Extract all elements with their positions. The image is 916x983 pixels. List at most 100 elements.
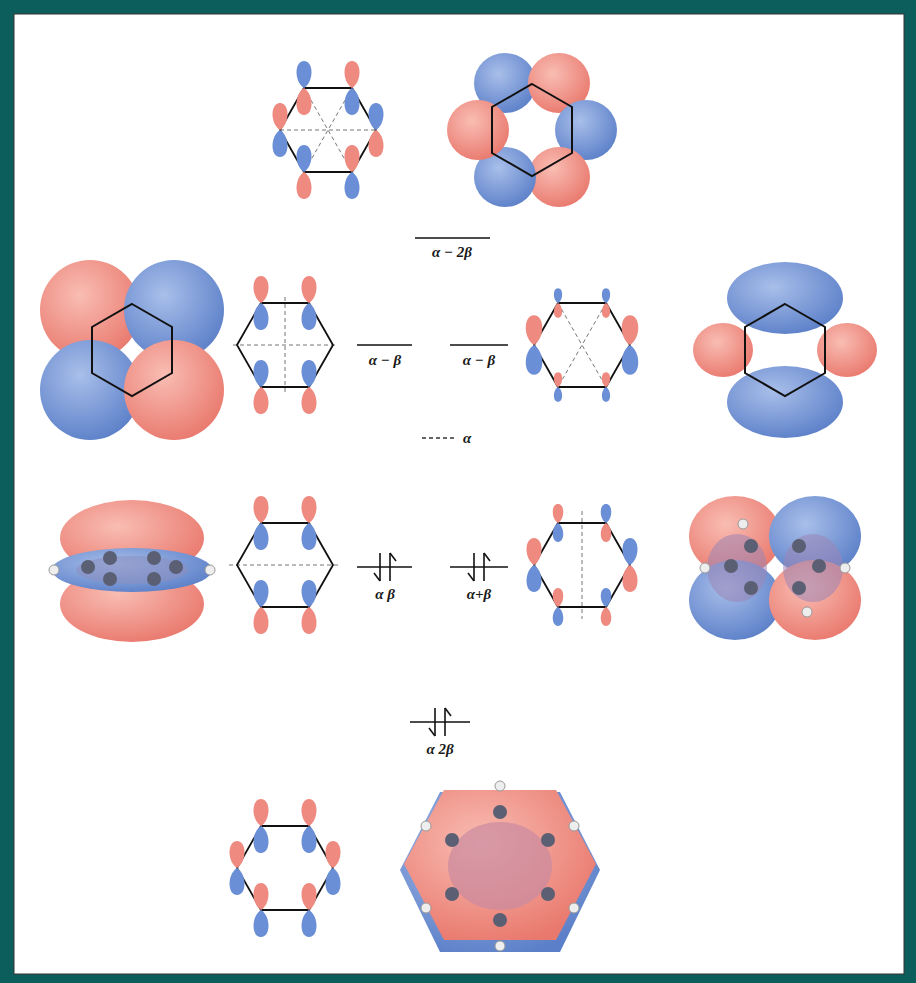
reference-level — [422, 438, 456, 439]
orbital-surface — [493, 805, 507, 819]
hexagon-orbital — [280, 88, 376, 172]
orbital-surface — [700, 563, 710, 573]
hexagon-orbital — [254, 276, 269, 330]
hexagon-orbital — [233, 345, 337, 346]
hexagon-orbital — [623, 538, 638, 592]
orbital-surface — [400, 781, 600, 952]
hexagon-orbital — [558, 303, 606, 387]
orbital-surface — [92, 304, 172, 396]
orbital-surface — [448, 822, 552, 910]
orbital-surface — [569, 821, 579, 831]
orbital-surface — [840, 563, 850, 573]
electron-pair — [379, 553, 381, 581]
hexagon-orbital — [527, 504, 638, 626]
hexagon-orbital — [369, 103, 384, 157]
electron-pair — [484, 553, 490, 561]
hexagon-orbital — [601, 588, 612, 626]
energy-label: α − β — [463, 352, 496, 369]
hexagon-orbital — [526, 315, 543, 374]
hexagon-orbital — [345, 145, 360, 199]
energy-label: α 2β — [426, 741, 453, 758]
orbital-surface — [103, 551, 117, 565]
orbital-surface — [445, 833, 459, 847]
energy-label: α − β — [369, 352, 402, 369]
orbital-surface — [447, 53, 617, 207]
orbital-surface — [421, 821, 431, 831]
electron-pair — [444, 708, 446, 736]
orbital-surface — [493, 913, 507, 927]
orbital-surface — [569, 903, 579, 913]
orbital-surface — [738, 519, 748, 529]
orbital-surface — [744, 581, 758, 595]
hexagon-orbital — [254, 360, 269, 414]
energy-level — [357, 345, 508, 346]
hexagon-orbital — [230, 799, 341, 937]
orbital-surface — [528, 147, 590, 207]
hexagon-orbital — [233, 276, 337, 414]
hexagon-orbital — [534, 303, 630, 387]
orbital-surface — [541, 887, 555, 901]
hexagon-orbital — [582, 511, 583, 619]
orbital-surface — [404, 790, 596, 940]
hexagon-orbital — [297, 61, 312, 115]
energy-label: α+β — [467, 586, 492, 603]
orbital-surface — [495, 781, 505, 791]
hexagon-orbital — [602, 372, 610, 402]
orbital-surface — [744, 539, 758, 553]
electron-pair — [483, 553, 485, 581]
electron-pair — [374, 553, 490, 581]
energy-label: α β — [375, 586, 395, 603]
hexagon-orbital — [273, 103, 288, 157]
hexagon-orbital — [254, 496, 269, 550]
orbital-surface — [812, 559, 826, 573]
electron-pair — [434, 708, 436, 736]
energy-level — [450, 566, 508, 568]
hexagon-orbital — [553, 588, 564, 626]
energy-level — [410, 721, 470, 723]
hexagon-orbital — [554, 288, 562, 318]
orbital-surface — [802, 607, 812, 617]
electron-pair — [374, 573, 380, 581]
panel — [14, 14, 904, 974]
hexagon-orbital — [302, 276, 317, 330]
hexagon-orbital — [297, 145, 312, 199]
energy-label: α — [463, 430, 471, 447]
hexagon-orbital — [229, 565, 341, 566]
energy-label: α − 2β — [432, 244, 472, 261]
hexagon-orbital — [302, 883, 317, 937]
orbital-surface — [103, 572, 117, 586]
orbital-surface — [169, 560, 183, 574]
hexagon-orbital — [554, 372, 562, 402]
hexagon-orbital — [602, 288, 610, 318]
orbital-surface — [81, 560, 95, 574]
electron-pair — [473, 553, 475, 581]
electron-pair — [429, 728, 435, 736]
orbital-surface — [693, 262, 877, 438]
energy-level — [357, 566, 412, 568]
hexagon-orbital — [326, 841, 341, 895]
orbital-surface — [147, 551, 161, 565]
orbital-surface — [745, 304, 825, 396]
hexagon-orbital — [345, 61, 360, 115]
orbital-surface — [792, 539, 806, 553]
orbital-surface — [40, 260, 224, 440]
orbital-surface — [147, 572, 161, 586]
hexagon-orbital — [302, 360, 317, 414]
hexagon-orbital — [254, 580, 269, 634]
orbital-surface — [783, 534, 843, 602]
orbital-surface — [792, 581, 806, 595]
hexagon-orbital — [254, 883, 269, 937]
hexagon-orbital — [558, 303, 606, 387]
hexagon-orbital — [237, 303, 333, 387]
orbital-surface — [49, 500, 215, 642]
orbital-surface — [495, 941, 505, 951]
reference-level — [422, 437, 456, 438]
hexagon-orbital — [302, 799, 317, 853]
hexagon-orbital — [229, 496, 341, 634]
orbital-surface — [49, 565, 59, 575]
orbital-surface — [541, 833, 555, 847]
orbital-surface — [421, 903, 431, 913]
orbital-surface — [52, 548, 212, 592]
hexagon-orbital — [302, 496, 317, 550]
